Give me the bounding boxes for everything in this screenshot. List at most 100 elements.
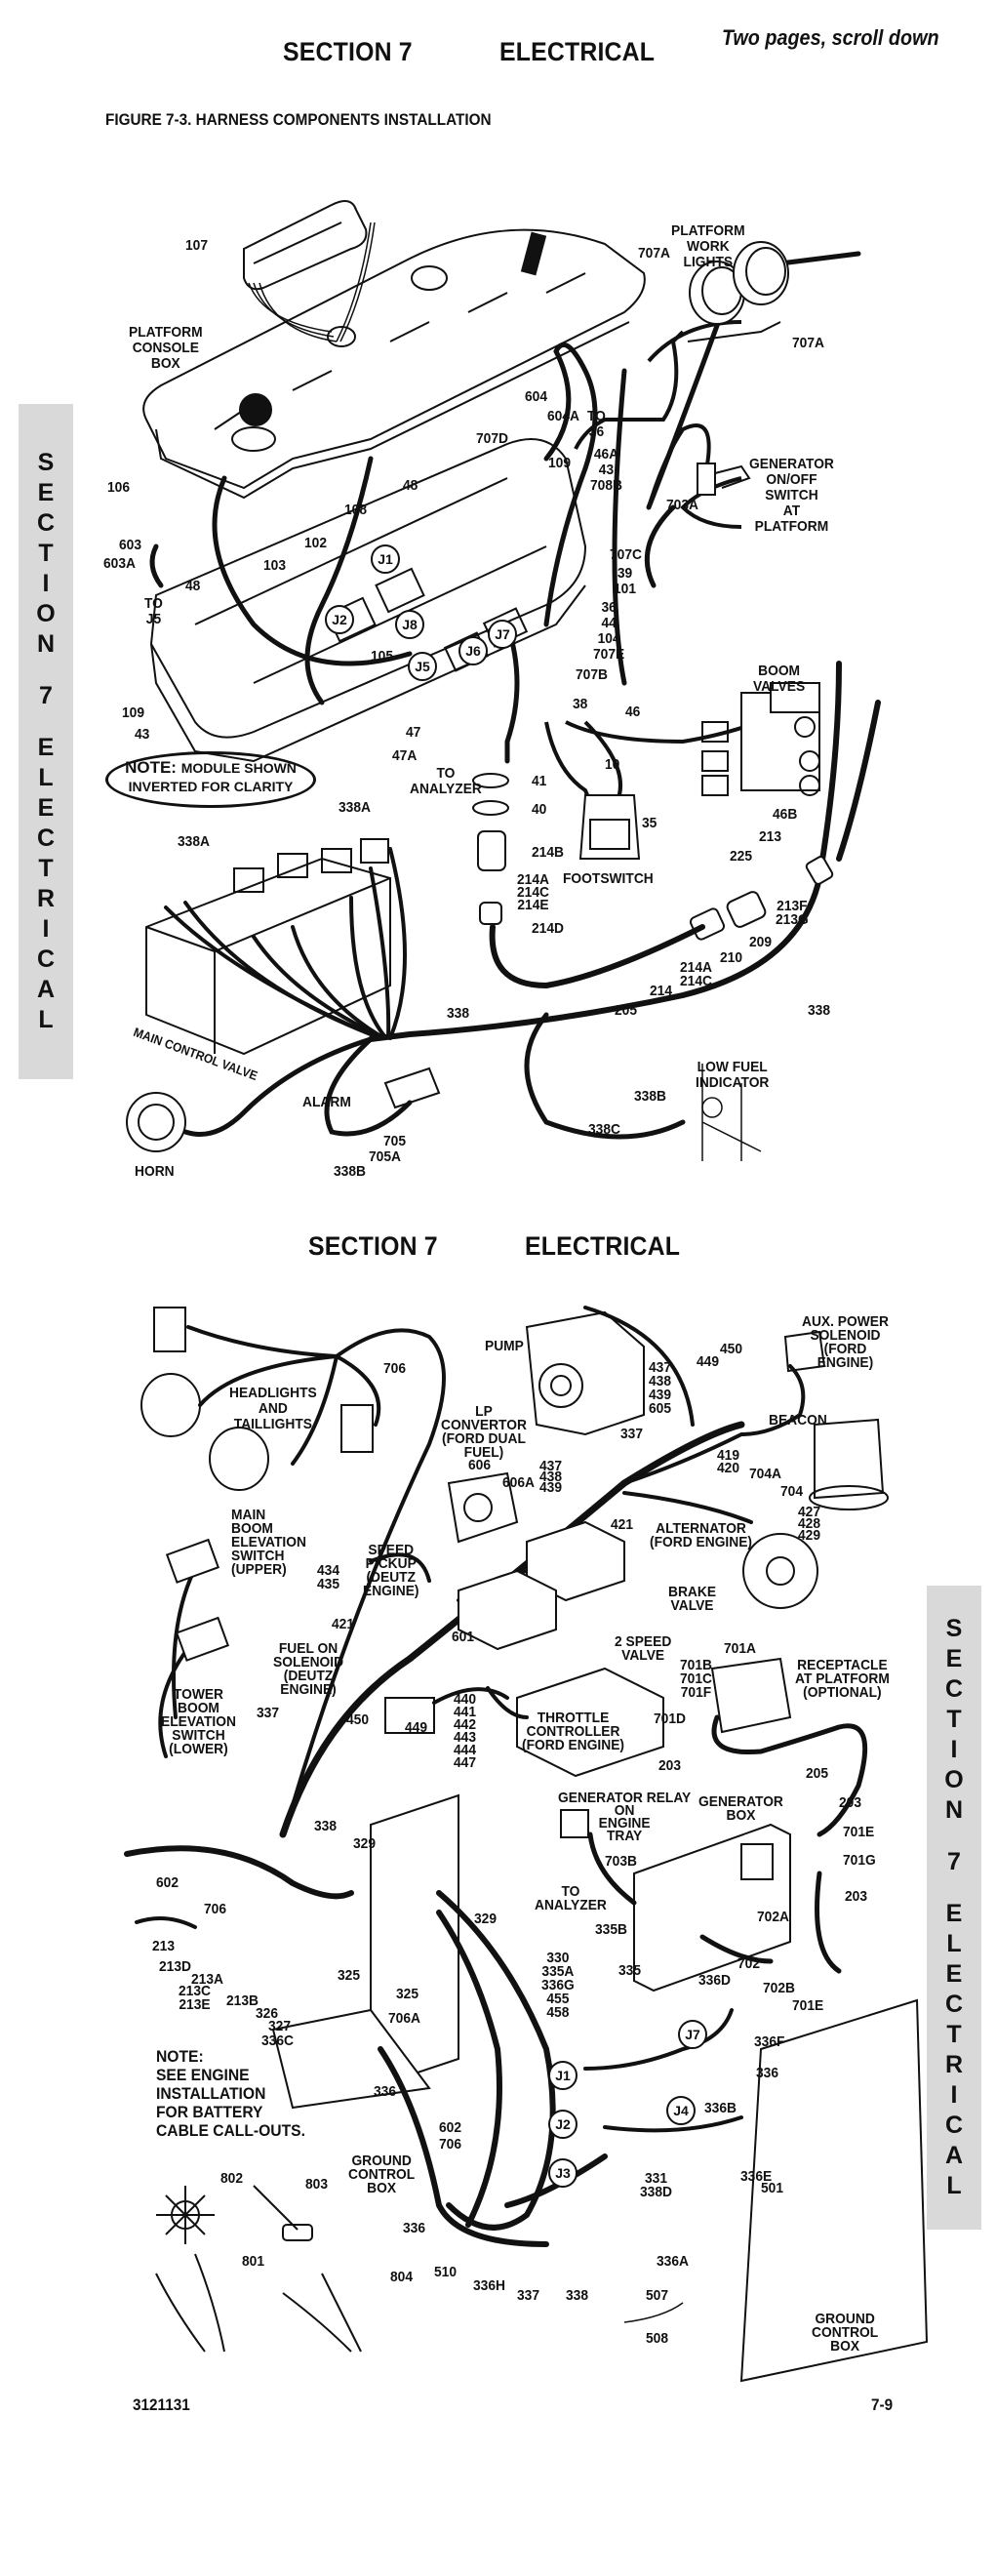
label-alternator: ALTERNATOR(FORD ENGINE): [650, 1520, 753, 1550]
connector-j1: J1: [548, 2061, 578, 2090]
callout-701G: 701G: [843, 1852, 876, 1869]
callout-507: 507: [646, 2287, 669, 2304]
callout-46: 46: [625, 704, 641, 720]
side-tab-letter: I: [42, 570, 50, 597]
connector-j5: J5: [408, 652, 437, 681]
callout-803: 803: [305, 2176, 329, 2193]
callout-501: 501: [761, 2180, 784, 2196]
callout-109-left: 109: [122, 704, 145, 721]
callout-47: 47: [406, 724, 421, 741]
side-tab-letter: A: [36, 976, 56, 1003]
label-footswitch: FOOTSWITCH: [563, 870, 654, 887]
callout-336C: 336C: [261, 2033, 294, 2049]
callout-336-a: 336: [756, 2065, 779, 2081]
callout-225: 225: [730, 848, 753, 865]
callout-510: 510: [434, 2264, 458, 2280]
page2-section-title: ELECTRICAL: [525, 1231, 681, 1261]
side-tab-letter: L: [946, 2172, 962, 2199]
work-lights-drawing: [687, 241, 789, 342]
label-horn: HORN: [135, 1163, 175, 1180]
connector-j2: J2: [548, 2110, 578, 2139]
connector-j6: J6: [458, 636, 488, 665]
callout-48-top: 48: [403, 477, 418, 494]
callout-210: 210: [720, 949, 743, 966]
callout-707A-right: 707A: [792, 335, 824, 351]
side-tab-letter: I: [42, 915, 50, 943]
scroll-note: Two pages, scroll down: [722, 25, 939, 50]
callout-213B: 213B: [226, 1992, 259, 2009]
page1-section-title: ELECTRICAL: [499, 37, 656, 66]
callout-329-b: 329: [474, 1911, 498, 1927]
callout-108: 108: [344, 502, 368, 518]
callout-338-left: 338: [447, 1005, 470, 1022]
side-tab-letter: E: [945, 1900, 963, 1927]
callout-338B-fuel: 338B: [634, 1088, 666, 1105]
module-inverted-note: NOTE: MODULE SHOWN INVERTED FOR CLARITY: [105, 751, 316, 808]
connector-j3: J3: [548, 2158, 578, 2188]
side-tab-letter: A: [944, 2142, 964, 2169]
figure-title: FIGURE 7-3. HARNESS COMPONENTS INSTALLAT…: [105, 110, 492, 129]
document-number: 3121131: [133, 2395, 190, 2414]
callout-102: 102: [304, 535, 328, 551]
callout-704: 704: [780, 1483, 804, 1500]
callout-105: 105: [371, 648, 394, 664]
side-tab-letter: C: [944, 2112, 964, 2139]
callout-214D: 214D: [532, 920, 564, 937]
callout-421-right: 421: [611, 1516, 634, 1533]
side-tab-letter: 7: [39, 682, 53, 709]
callout-205: 205: [615, 1002, 638, 1019]
callout-604A: 604A: [547, 408, 579, 424]
callout-508: 508: [646, 2330, 669, 2347]
connector-j4: J4: [666, 2096, 696, 2125]
callout-701A: 701A: [724, 1640, 756, 1657]
callout-338-bot: 338: [566, 2287, 589, 2304]
callout-338A-left: 338A: [178, 833, 210, 850]
callout-335: 335: [618, 1962, 642, 1979]
callout-604: 604: [525, 388, 548, 405]
label-pump: PUMP: [485, 1338, 524, 1354]
callout-450-mid: 450: [346, 1711, 370, 1728]
callout-338-right: 338: [808, 1002, 831, 1019]
callout-336F: 336F: [754, 2033, 785, 2050]
callout-338A-right: 338A: [339, 799, 371, 816]
callout-602-left: 602: [156, 1874, 179, 1891]
side-tab-letter: I: [950, 1736, 958, 1763]
pump-drawing: [525, 1310, 645, 1436]
side-tab-letter: L: [38, 764, 54, 791]
callout-707A-top: 707A: [638, 245, 670, 262]
callout-209: 209: [749, 934, 773, 950]
callout-336D: 336D: [698, 1972, 731, 1989]
callout-43: 43: [135, 726, 150, 743]
callout-213A: 213A: [191, 1971, 223, 1988]
callout-336B: 336B: [704, 2100, 737, 2116]
page2-section-heading: SECTION 7: [308, 1231, 438, 1261]
side-tab-letter: L: [946, 1930, 962, 1957]
callout-106: 106: [107, 479, 131, 496]
callout-601: 601: [452, 1629, 475, 1645]
callout-336A: 336A: [657, 2253, 689, 2270]
generator-box-drawing: [560, 1809, 791, 1992]
callout-706A: 706A: [388, 2010, 420, 2027]
side-tab-letter: S: [37, 449, 55, 476]
ground-control-box-drawing: [271, 1793, 929, 2383]
